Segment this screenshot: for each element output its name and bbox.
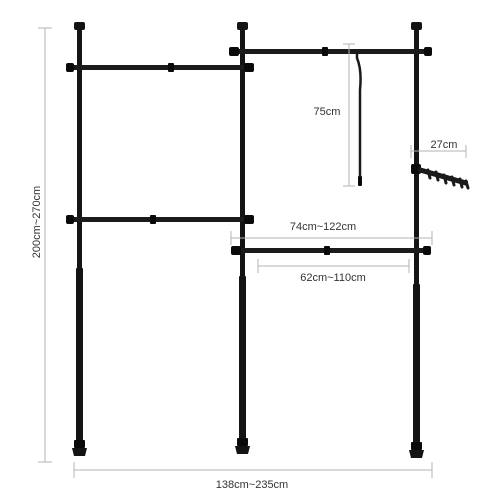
rail-outer-dimension: 74cm~122cm [230,221,433,245]
width-dimension: 138cm~235cm [73,462,433,491]
left-lower-rail [66,215,254,224]
right-pole [409,22,424,458]
rail-outer-label: 74cm~122cm [290,221,356,233]
drop-dimension: 75cm [314,43,355,187]
rail-inner-label: 62cm~110cm [300,272,366,284]
hook-bar-dimension: 27cm [410,139,467,158]
hook-bar-label: 27cm [431,139,458,151]
right-top-rail [229,47,432,56]
hanging-strap [355,52,362,186]
drop-label: 75cm [314,106,341,118]
rail-inner-dimension: 62cm~110cm [257,259,410,284]
middle-pole [235,22,250,454]
left-pole [72,22,87,456]
hook-bar-icon [411,164,470,190]
right-lower-rail [231,246,431,255]
left-top-rail [66,63,254,72]
width-label: 138cm~235cm [216,479,288,491]
height-label: 200cm~270cm [31,186,43,258]
height-dimension: 200cm~270cm [31,27,52,463]
